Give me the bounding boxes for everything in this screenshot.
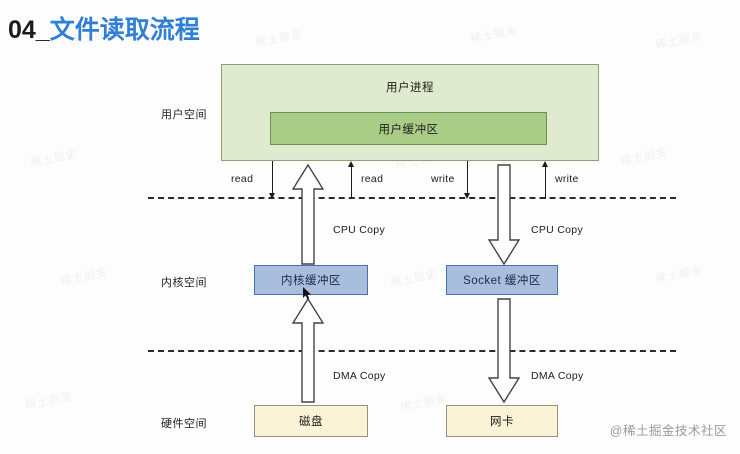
page-title-text: 文件读取流程 xyxy=(49,16,200,44)
socket-buffer-box[interactable]: Socket 缓冲区 xyxy=(446,265,558,295)
watermark-tile: 稀土掘金 xyxy=(59,266,109,288)
read-up-arrow-icon xyxy=(347,161,356,199)
user-buffer-label: 用户缓冲区 xyxy=(378,123,439,136)
cpu-copy-left-label: CPU Copy xyxy=(333,224,385,236)
watermark-tile: 稀土掘金 xyxy=(654,30,704,52)
write-up-label: write xyxy=(555,173,579,185)
kernel-buffer-box[interactable]: 内核缓冲区 xyxy=(254,265,368,295)
zone-label-hardware-space: 硬件空间 xyxy=(161,418,207,430)
dma-copy-right-arrow-icon xyxy=(487,297,521,404)
page-title-number: 04_ xyxy=(8,16,50,44)
read-down-arrow-icon xyxy=(268,161,277,199)
write-down-label: write xyxy=(431,173,455,185)
watermark-tile: 稀土掘金 xyxy=(399,392,449,414)
disk-box[interactable]: 磁盘 xyxy=(254,405,368,437)
watermark-tile: 稀土掘金 xyxy=(389,268,439,290)
dma-copy-left-arrow-icon xyxy=(291,297,325,404)
disk-label: 磁盘 xyxy=(299,416,323,428)
zone-label-kernel-space: 内核空间 xyxy=(161,277,207,289)
write-up-arrow-icon xyxy=(541,161,550,199)
dma-copy-left-label: DMA Copy xyxy=(333,370,386,382)
zone-label-user-space: 用户空间 xyxy=(161,109,207,121)
mouse-cursor-icon xyxy=(303,287,312,300)
cpu-copy-right-arrow-icon xyxy=(487,163,521,266)
watermark-tile: 稀土掘金 xyxy=(654,264,704,286)
watermark-tile: 稀土掘金 xyxy=(254,28,304,50)
cpu-copy-right-label: CPU Copy xyxy=(531,224,583,236)
brand-watermark: @稀土掘金技术社区 xyxy=(609,424,727,438)
nic-box[interactable]: 网卡 xyxy=(446,405,558,437)
cpu-copy-left-arrow-icon xyxy=(291,163,325,266)
kernel-buffer-label: 内核缓冲区 xyxy=(281,275,341,287)
nic-label: 网卡 xyxy=(490,416,514,428)
user-process-label: 用户进程 xyxy=(386,82,434,94)
read-up-label: read xyxy=(361,173,384,185)
socket-buffer-label: Socket 缓冲区 xyxy=(463,275,541,287)
watermark-tile: 稀土掘金 xyxy=(29,148,79,170)
read-down-label: read xyxy=(231,173,254,185)
dma-copy-right-label: DMA Copy xyxy=(531,370,584,382)
user-buffer-box[interactable]: 用户缓冲区 xyxy=(270,112,547,145)
watermark-tile: 稀土掘金 xyxy=(619,146,669,168)
watermark-tile: 稀土掘金 xyxy=(469,24,519,46)
user-kernel-boundary xyxy=(148,197,676,199)
write-down-arrow-icon xyxy=(463,161,472,199)
page-title: 04_文件读取流程 xyxy=(8,15,200,45)
watermark-tile: 稀土掘金 xyxy=(24,390,74,412)
kernel-hardware-boundary xyxy=(148,350,676,352)
